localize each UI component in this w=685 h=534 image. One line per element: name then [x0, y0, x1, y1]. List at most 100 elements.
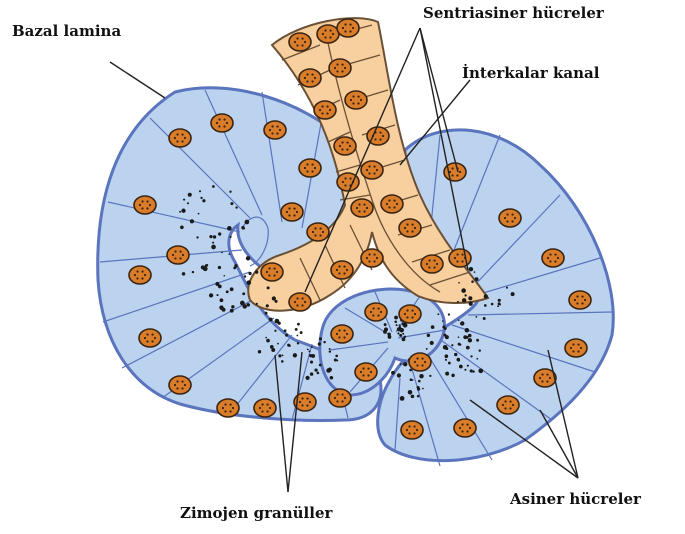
nucleus-icon	[289, 33, 311, 51]
granule	[229, 191, 231, 193]
chromatin-dot	[336, 70, 338, 72]
chromatin-dot	[408, 425, 410, 427]
label-basal-lamina: Bazal lamina	[12, 22, 121, 40]
chromatin-dot	[411, 309, 413, 311]
chromatin-dot	[288, 214, 290, 216]
granule	[511, 292, 515, 296]
chromatin-dot	[406, 223, 408, 225]
granule	[384, 323, 387, 326]
nucleus-icon	[281, 203, 303, 221]
granule	[230, 287, 234, 291]
chromatin-dot	[574, 299, 576, 301]
granule	[403, 323, 408, 328]
granule	[227, 226, 232, 231]
granule	[464, 294, 466, 296]
chromatin-dot	[414, 361, 416, 363]
chromatin-dot	[362, 374, 364, 376]
granule	[213, 235, 216, 238]
nucleus-icon	[381, 195, 403, 213]
chromatin-dot	[176, 140, 178, 142]
granule	[267, 286, 270, 289]
chromatin-dot	[288, 207, 290, 209]
chromatin-dot	[379, 131, 381, 133]
chromatin-dot	[336, 400, 338, 402]
chromatin-dot	[223, 125, 225, 127]
chromatin-dot	[139, 204, 141, 206]
granule	[319, 364, 322, 367]
chromatin-dot	[377, 307, 379, 309]
granule	[199, 190, 201, 192]
chromatin-dot	[456, 174, 458, 176]
granule	[422, 388, 424, 390]
chromatin-dot	[413, 425, 415, 427]
chromatin-dot	[344, 30, 346, 32]
chromatin-dot	[421, 364, 423, 366]
chromatin-dot	[368, 260, 370, 262]
chromatin-dot	[541, 380, 543, 382]
granule	[506, 287, 508, 289]
granule	[319, 337, 322, 340]
granule	[277, 343, 279, 345]
granule	[459, 344, 461, 346]
chromatin-dot	[372, 307, 374, 309]
chromatin-dot	[346, 141, 348, 143]
granule	[442, 320, 444, 322]
granule	[314, 368, 317, 371]
chromatin-dot	[352, 102, 354, 104]
chromatin-dot	[451, 174, 453, 176]
chromatin-dot	[266, 271, 268, 273]
chromatin-dot	[311, 170, 313, 172]
chromatin-dot	[549, 253, 551, 255]
chromatin-dot	[356, 207, 358, 209]
chromatin-dot	[346, 148, 348, 150]
chromatin-dot	[338, 265, 340, 267]
chromatin-dot	[301, 37, 303, 39]
chromatin-dot	[304, 41, 306, 43]
nucleus-icon	[307, 223, 329, 241]
label-acinar-cells: Asiner hücreler	[510, 490, 641, 508]
chromatin-dot	[344, 397, 346, 399]
chromatin-dot	[268, 267, 270, 269]
chromatin-dot	[411, 230, 413, 232]
granule	[190, 219, 194, 223]
chromatin-dot	[549, 260, 551, 262]
chromatin-dot	[286, 211, 288, 213]
chromatin-dot	[358, 203, 360, 205]
chromatin-dot	[366, 207, 368, 209]
granule	[460, 321, 464, 325]
chromatin-dot	[329, 29, 331, 31]
chromatin-dot	[576, 295, 578, 297]
chromatin-dot	[269, 407, 271, 409]
chromatin-dot	[461, 253, 463, 255]
chromatin-dot	[341, 400, 343, 402]
nucleus-icon	[331, 261, 353, 279]
chromatin-dot	[411, 223, 413, 225]
granule	[469, 302, 473, 306]
nucleus-icon	[317, 25, 339, 43]
chromatin-dot	[176, 387, 178, 389]
nucleus-icon	[289, 293, 311, 311]
chromatin-dot	[301, 404, 303, 406]
chromatin-dot	[141, 277, 143, 279]
granule	[445, 335, 449, 339]
chromatin-dot	[224, 410, 226, 412]
chromatin-dot	[421, 357, 423, 359]
chromatin-dot	[461, 423, 463, 425]
chromatin-dot	[386, 203, 388, 205]
granule	[394, 316, 398, 320]
chromatin-dot	[504, 407, 506, 409]
granule	[218, 232, 221, 235]
granule	[499, 304, 501, 306]
granule	[180, 225, 184, 229]
granule	[397, 332, 399, 334]
granule	[246, 256, 250, 260]
chromatin-dot	[368, 253, 370, 255]
granule	[249, 272, 252, 275]
granule	[469, 267, 473, 271]
granule	[222, 308, 226, 312]
chromatin-dot	[141, 200, 143, 202]
granule	[269, 318, 273, 322]
granule	[317, 372, 320, 375]
chromatin-dot	[179, 257, 181, 259]
chromatin-dot	[299, 401, 301, 403]
